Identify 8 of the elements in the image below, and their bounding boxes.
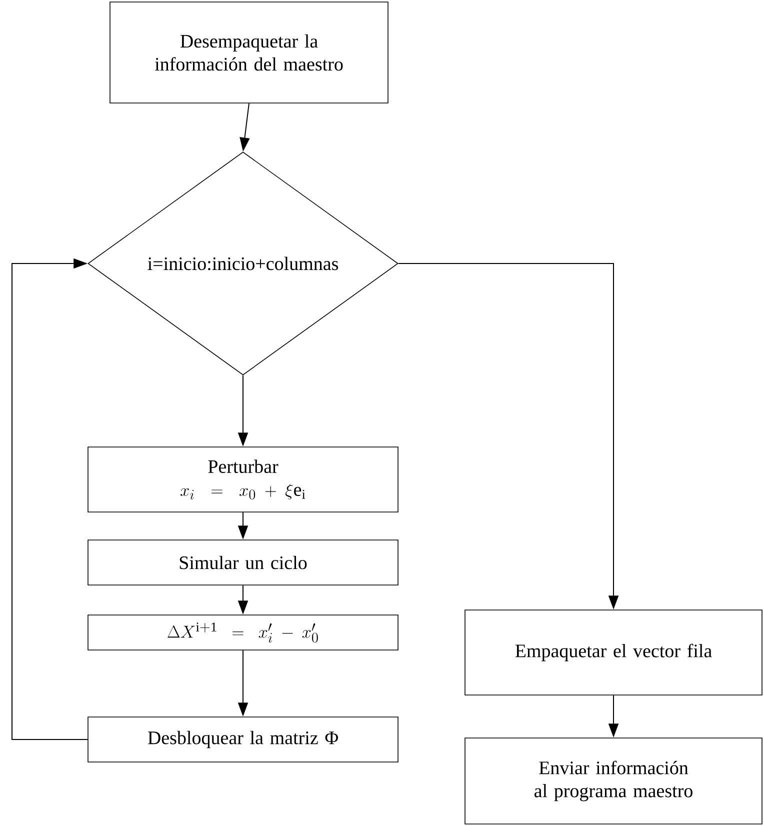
process-box: Desempaquetar la información del maestro [110,2,388,104]
arrow [12,258,88,740]
process-box: $\Delta X^{\mathrm{i+1}} = x_i' - x_0'$ [88,614,398,650]
process-box: Empaquetar el vector fila [464,610,762,696]
process-box: Desbloquear la matriz Φ [88,716,398,762]
process-box: Enviar información al programa maestro [464,738,762,824]
process-box: Perturbar $x_i = x_0 + \xi \mathrm{e}_{\mathrm{i}}$ [88,446,398,512]
process-box: Simular un ciclo [88,540,398,586]
